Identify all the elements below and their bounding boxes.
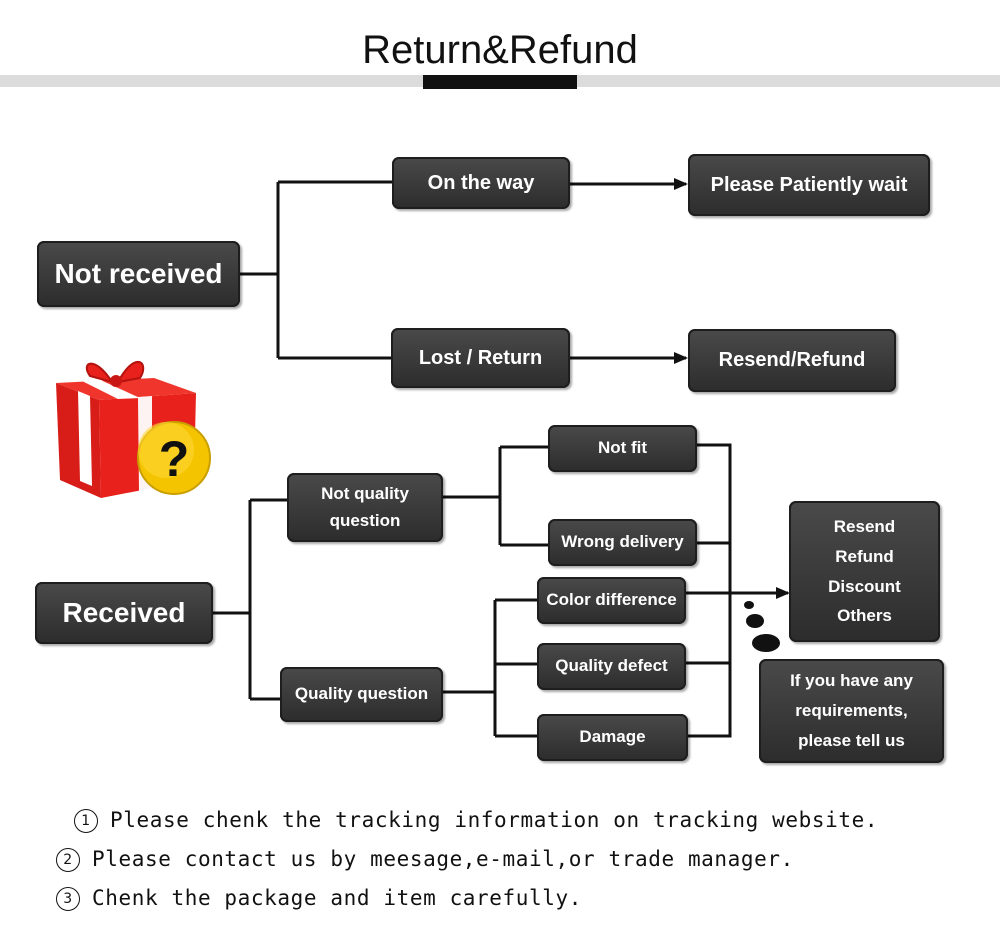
not-quality-line1: Not quality	[321, 484, 409, 504]
received-box: Received	[35, 582, 213, 644]
note-3-text: Chenk the package and item carefully.	[92, 886, 582, 910]
lost-return-box: Lost / Return	[391, 328, 570, 388]
not-quality-box: Not quality question	[287, 473, 443, 542]
requirements-line1: If you have any	[790, 671, 913, 691]
note-3-number: 3	[56, 887, 80, 911]
on-the-way-box: On the way	[392, 157, 570, 209]
resend-refund-box: Resend/Refund	[688, 329, 896, 392]
title-rule-accent	[423, 75, 577, 89]
note-2-number: 2	[56, 848, 80, 872]
svg-text:?: ?	[159, 431, 190, 487]
connector-right-merge	[688, 443, 732, 738]
option-refund: Refund	[835, 546, 894, 566]
quality-defect-box: Quality defect	[537, 643, 686, 690]
option-others: Others	[837, 606, 892, 626]
requirements-box: If you have any requirements, please tel…	[759, 659, 944, 763]
page-title: Return&Refund	[362, 28, 638, 72]
option-discount: Discount	[828, 576, 901, 596]
not-quality-line2: question	[329, 510, 401, 530]
note-1-number: 1	[74, 809, 98, 833]
option-resend: Resend	[833, 517, 896, 536]
please-wait-box: Please Patiently wait	[688, 154, 930, 216]
not-fit-box: Not fit	[548, 425, 697, 472]
quality-question-box: Quality question	[280, 667, 443, 722]
color-difference-box: Color difference	[537, 577, 686, 624]
question-mark-icon: ?	[137, 421, 211, 495]
bubble-large	[752, 634, 780, 652]
requirements-line3: please tell us	[798, 730, 905, 750]
bubble-medium	[746, 614, 764, 628]
note-3: 3 Chenk the package and item carefully.	[56, 886, 582, 911]
options-box: Resend Refund Discount Others	[789, 501, 940, 642]
note-1: 1 Please chenk the tracking information o…	[74, 808, 878, 833]
note-2: 2 Please contact us by meesage,e-mail,or …	[56, 847, 794, 872]
note-1-text: Please chenk the tracking information on…	[110, 808, 879, 832]
damage-box: Damage	[537, 714, 688, 761]
not-received-box: Not received	[37, 241, 240, 307]
note-2-text: Please contact us by meesage,e-mail,or t…	[92, 847, 794, 871]
wrong-delivery-box: Wrong delivery	[548, 519, 697, 566]
requirements-line2: requirements,	[795, 701, 908, 721]
bubble-small	[744, 601, 754, 609]
